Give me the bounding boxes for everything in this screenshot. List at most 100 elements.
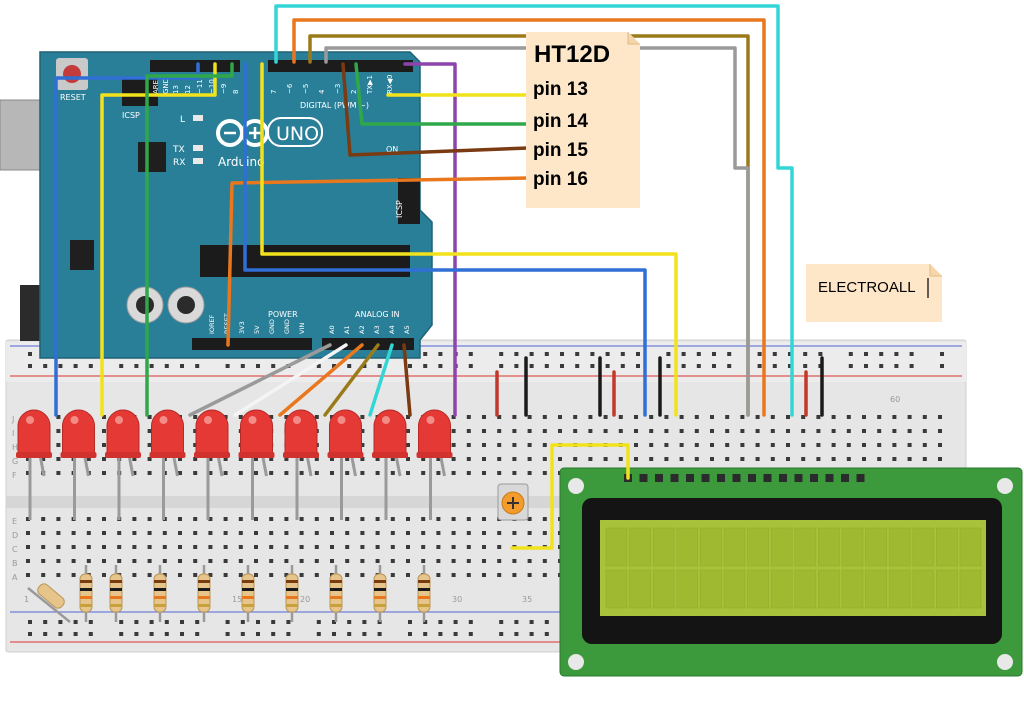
column-number-60: 60 xyxy=(890,395,900,404)
digital-label: DIGITAL (PWM ~) xyxy=(300,101,369,110)
ht12d-pin-16: pin 16 xyxy=(533,169,588,190)
lcd-mount-hole xyxy=(997,478,1013,494)
wire-orange-top xyxy=(292,18,766,417)
power-pin-label: 3V3 xyxy=(238,321,246,334)
analog-pin-label: A0 xyxy=(328,325,336,334)
icsp-header-2 xyxy=(398,178,420,224)
digital-pin-label: TX▶1 xyxy=(366,75,374,95)
led-l-indicator xyxy=(193,115,203,121)
red-led xyxy=(149,409,186,520)
digital-header-right xyxy=(268,60,413,72)
wire-blue-long xyxy=(243,62,647,417)
resistor-row xyxy=(27,565,431,623)
lcd-pin xyxy=(701,474,710,482)
red-led xyxy=(372,409,408,520)
row-letter-h: H xyxy=(12,443,18,452)
regulator xyxy=(70,240,94,270)
icsp-label-1: ICSP xyxy=(122,111,140,120)
power-pin-label: GND xyxy=(283,319,291,334)
led-tx-indicator xyxy=(193,145,203,151)
analog-header xyxy=(322,338,414,350)
digital-pin-label: ~10 xyxy=(208,79,216,94)
electroall-text: ELECTROALL xyxy=(818,279,916,296)
resistor xyxy=(153,565,167,622)
wire-green-pin14 xyxy=(354,62,530,126)
lcd-pin xyxy=(670,474,679,482)
column-number-15: 15 xyxy=(232,595,242,604)
red-led xyxy=(283,409,319,520)
lcd-pin xyxy=(686,474,694,482)
wire-cyan-a4 xyxy=(368,343,394,417)
digital-pin-label: 7 xyxy=(270,90,278,94)
resistor xyxy=(241,565,255,622)
digital-pin-label: 4 xyxy=(318,89,326,94)
row-letter-j: J xyxy=(11,415,14,424)
wire-yellow-left xyxy=(100,62,217,417)
power-pin-label: VIN xyxy=(298,323,306,334)
red-led xyxy=(194,409,230,520)
potentiometer xyxy=(497,483,529,521)
led-rx-label: RX xyxy=(173,158,185,168)
breadboard-column-numbers: 1 15 20 30 35 60 xyxy=(24,395,900,604)
wire-brown-pin15 xyxy=(341,62,530,157)
ht12d-title: HT12D xyxy=(534,41,610,68)
digital-pin-label: 12 xyxy=(184,85,192,94)
uno-label: UNO xyxy=(276,123,319,145)
led-tx-label: TX xyxy=(172,145,185,155)
lcd-pin xyxy=(841,474,849,482)
resistor xyxy=(285,565,299,622)
digital-pin-label: ~9 xyxy=(220,84,228,94)
wire-olive-a3 xyxy=(323,343,380,417)
wire-orange-pin16 xyxy=(226,176,530,347)
analog-pin-label: A3 xyxy=(373,325,381,334)
wire-yellow-long xyxy=(260,62,678,417)
resistor xyxy=(197,565,211,622)
analog-pin-label: A5 xyxy=(403,325,411,334)
small-chip xyxy=(138,142,166,172)
red-led xyxy=(16,409,52,520)
row-letter-d: D xyxy=(12,531,18,540)
lcd-pin xyxy=(732,474,741,482)
resistor xyxy=(329,565,343,622)
lcd-pin xyxy=(639,474,648,482)
digital-pin-label: ~3 xyxy=(334,84,342,94)
led-l-label: L xyxy=(180,115,185,125)
lcd-pin xyxy=(794,474,803,482)
red-led xyxy=(60,409,97,520)
wires xyxy=(54,4,824,550)
resistor xyxy=(109,565,123,622)
resistor-angled xyxy=(27,583,71,623)
lcd-module xyxy=(559,467,1023,677)
digital-pin-label: GND xyxy=(162,78,170,94)
analog-label: ANALOG IN xyxy=(355,310,400,319)
digital-pin-label: RX◀0 xyxy=(386,75,394,95)
wire-yellow-pot xyxy=(510,443,630,550)
column-number-30: 30 xyxy=(452,595,462,604)
power-pin-label: GND xyxy=(268,319,276,334)
digital-pin-label: 2 xyxy=(350,90,358,94)
column-number-35: 35 xyxy=(522,595,532,604)
lcd-pin xyxy=(856,474,865,482)
ht12d-pin-15: pin 15 xyxy=(533,140,588,161)
power-header xyxy=(192,338,312,350)
icsp-header-1 xyxy=(122,78,158,106)
lcd-pin xyxy=(810,474,818,482)
lcd-mount-hole xyxy=(568,478,584,494)
resistor xyxy=(79,565,93,622)
lcd-pin xyxy=(655,474,663,482)
wire-orange-a2 xyxy=(278,343,364,417)
wire-gray-a0 xyxy=(188,343,332,417)
lcd-pin xyxy=(748,474,756,482)
wire-gray-top xyxy=(324,46,750,417)
lcd-mount-hole xyxy=(997,654,1013,670)
power-pin-label: 5V xyxy=(253,325,261,334)
wire-green-left xyxy=(145,62,234,417)
power-label: POWER xyxy=(268,310,298,319)
analog-pin-label: A1 xyxy=(343,325,351,334)
ht12d-pin-14: pin 14 xyxy=(533,111,588,132)
wire-brown-a5 xyxy=(402,343,412,417)
reset-button-cap xyxy=(63,65,81,83)
